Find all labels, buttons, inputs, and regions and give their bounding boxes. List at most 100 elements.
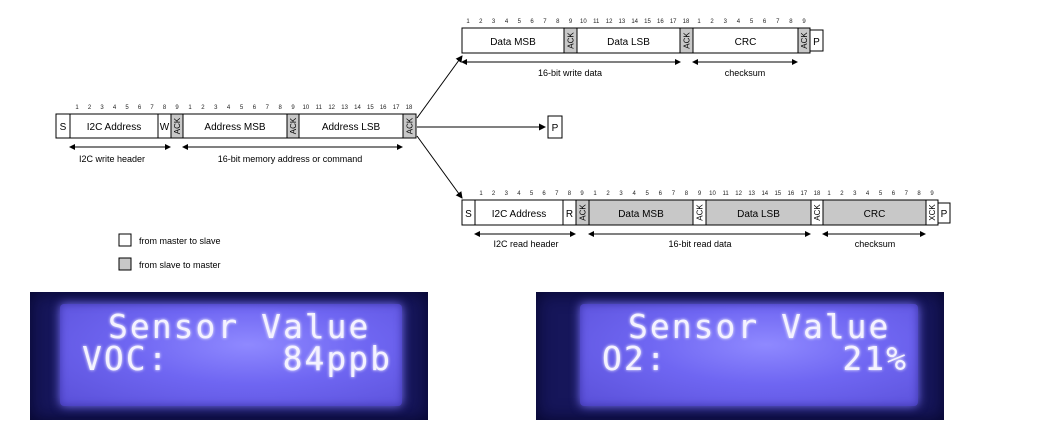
ack-field: ACK (800, 32, 809, 49)
lcd-label: O2: (602, 339, 668, 378)
stop-box (547, 115, 563, 139)
address-lsb-box (298, 113, 404, 139)
bit-number: 11 (316, 105, 323, 111)
data-lsb-field: Data LSB (737, 209, 780, 220)
lcd-reading-row: O2: 21% (602, 342, 908, 375)
lcd-value: 21% (842, 339, 908, 378)
bit-number: 13 (748, 191, 755, 197)
write-bit: W (160, 122, 170, 133)
bit-number: 5 (518, 19, 522, 25)
crc-field: CRC (735, 37, 757, 48)
legend-swatch-master (118, 233, 132, 247)
stop-box (937, 202, 951, 224)
bit-number: 8 (556, 19, 560, 25)
bit-number: 10 (709, 191, 716, 197)
data-msb-field: Data MSB (618, 209, 664, 220)
bit-number: 6 (659, 191, 663, 197)
address-lsb-field: Address LSB (322, 122, 381, 133)
bit-number: 1 (479, 191, 483, 197)
bit-number: 13 (619, 19, 626, 25)
data-msb-field: Data MSB (490, 37, 536, 48)
start-bit: S (60, 122, 67, 133)
lcd-display-voc: Sensor Value VOC:84ppb (30, 292, 428, 420)
bit-number: 8 (789, 19, 793, 25)
bit-number: 7 (266, 105, 270, 111)
bit-number: 6 (530, 19, 534, 25)
bit-number: 1 (697, 19, 701, 25)
bit-number: 5 (530, 191, 534, 197)
bit-number: 7 (150, 105, 154, 111)
stop-box (809, 29, 824, 52)
bit-number: 1 (75, 105, 79, 111)
bit-number: 7 (672, 191, 676, 197)
bit-number: 3 (492, 19, 496, 25)
bit-number: 11 (593, 19, 600, 25)
bit-number: 5 (879, 191, 883, 197)
bit-number: 12 (606, 19, 613, 25)
bit-number: 2 (492, 191, 496, 197)
bit-number: 15 (774, 191, 781, 197)
bit-number: 4 (113, 105, 117, 111)
bit-number: 5 (240, 105, 244, 111)
ack-field: ACK (579, 204, 588, 221)
bit-number: 15 (644, 19, 651, 25)
legend-slave-to-master: from slave to master (139, 260, 221, 270)
lcd-value: 84ppb (282, 339, 392, 378)
bit-number: 3 (853, 191, 857, 197)
command-label: 16-bit memory address or command (218, 154, 363, 164)
bit-number: 7 (776, 19, 780, 25)
data-lsb-box (705, 199, 812, 226)
bit-number: 3 (100, 105, 104, 111)
ack-field: ACK (289, 117, 298, 134)
stop-bit: P (941, 209, 948, 220)
bit-number: 4 (227, 105, 231, 111)
data-lsb-box (576, 27, 681, 54)
address-box (69, 113, 159, 139)
lcd-reading-row: VOC: 84ppb (82, 342, 392, 375)
bit-number: 8 (685, 191, 689, 197)
bit-number: 9 (802, 19, 806, 25)
bit-number: 14 (761, 191, 768, 197)
bit-number: 4 (505, 19, 509, 25)
bit-number: 6 (138, 105, 142, 111)
bit-number: 18 (406, 105, 413, 111)
lcd-screen: Sensor Value VOC:84ppb (60, 304, 402, 406)
bit-number: 6 (542, 191, 546, 197)
ack-field: ACK (406, 117, 415, 134)
read-header-label: I2C read header (493, 239, 558, 249)
bit-number: 7 (543, 19, 547, 25)
bit-number: 12 (735, 191, 742, 197)
bit-number: 8 (279, 105, 283, 111)
write-header-label: I2C write header (79, 154, 145, 164)
bit-number: 9 (698, 191, 702, 197)
stop-bit: P (552, 123, 559, 134)
bit-number: 2 (88, 105, 92, 111)
lcd-label: VOC: (82, 339, 170, 378)
bit-number: 17 (801, 191, 808, 197)
i2c-address-field: I2C Address (492, 209, 546, 220)
bit-number: 16 (788, 191, 795, 197)
nack-field: XCK (928, 204, 937, 221)
bit-number: 2 (710, 19, 714, 25)
bit-number: 12 (328, 105, 335, 111)
bit-number: 3 (724, 19, 728, 25)
ack-field: ACK (567, 32, 576, 49)
data-msb-box (588, 199, 694, 226)
bit-number: 16 (657, 19, 664, 25)
bit-number: 5 (750, 19, 754, 25)
bit-number: 7 (555, 191, 559, 197)
bit-number: 9 (175, 105, 179, 111)
bit-number: 4 (866, 191, 870, 197)
bit-number: 8 (917, 191, 921, 197)
bit-number: 9 (569, 19, 573, 25)
